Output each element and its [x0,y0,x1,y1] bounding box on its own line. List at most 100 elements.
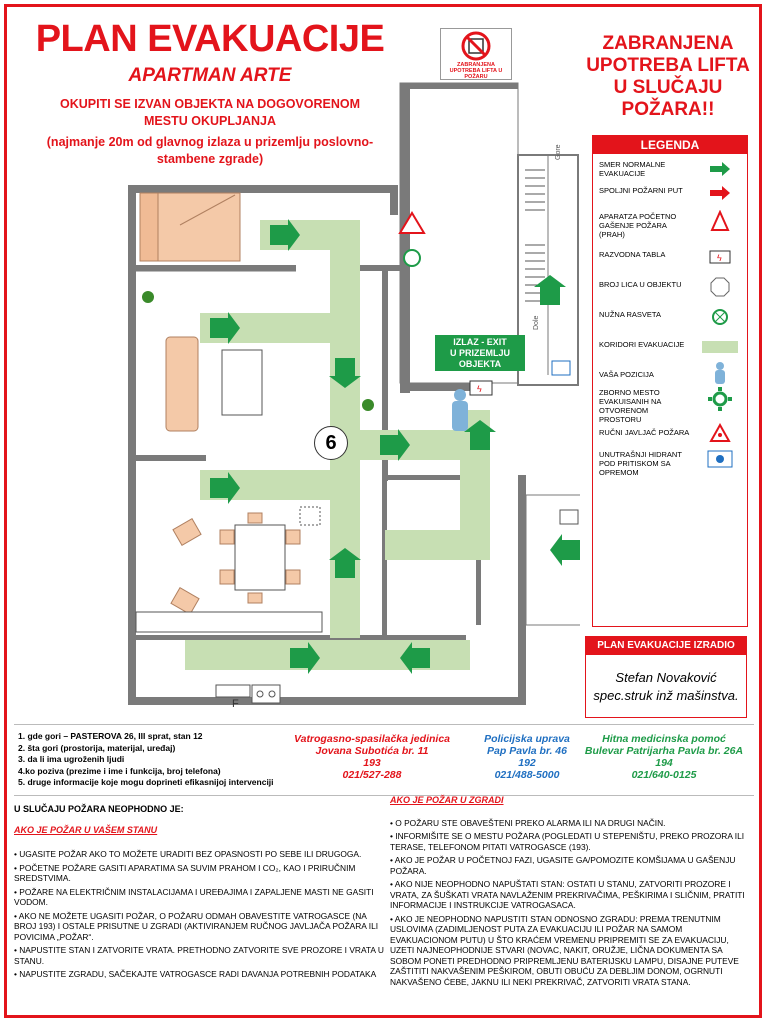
plant-icon [362,399,374,411]
hydrant-icon [697,448,743,470]
service-name: Vatrogasno-spasilačka jedinica [293,733,450,745]
service-phone: 192 [518,757,536,769]
coffee-table [221,349,263,416]
report-line: 3. da li ima ugroženih ljudi [18,754,125,764]
made-by-author: Stefan Novaković spec.struk inž mašinstv… [586,669,746,705]
dining-set [219,512,301,604]
exit-line-3: OBJEKTA [458,359,502,369]
arrow-up-icon [464,420,496,450]
service-number: 021/488-5000 [494,769,560,781]
instruction-item: • AKO NE MOŽETE UGASITI POŽAR, O POŽARU … [14,910,379,942]
no-lift-line-2: UPOTREBA LIFTA [586,55,750,76]
service-name: Policijska uprava [484,733,570,745]
page-subtitle: APARTMAN ARTE [128,65,292,86]
no-lift-warning: ZABRANJENA UPOTREBA LIFTA U SLUČAJU POŽA… [578,33,758,121]
red-arrow-icon [697,182,743,204]
electrical-panel-icon: ϟ [697,246,743,268]
person-icon [452,389,468,431]
instruction-item: • NAPUSTITE ZGRADU, SAČEKAJTE VATROGASCE… [14,969,377,979]
green-arrow-icon [697,158,743,180]
arrow-down-icon [329,358,361,388]
legend-item-label: SPOLJNI POŽARNI PUT [599,186,683,195]
stove-label: F [232,698,239,710]
service-phone: 193 [363,757,381,769]
emergency-light-icon [403,249,421,267]
legend-item-label: RAZVODNA TABLA [599,250,666,259]
stairs-up-label: Gore [555,144,562,160]
assembly-instruction: OKUPITI SE IZVAN OBJEKTA NA DOGOVORENOM … [40,96,380,130]
instruction-item: • AKO NIJE NEOPHODNO NAPUŠTATI STAN: OST… [390,879,745,910]
instruction-item: • AKO JE POŽAR U POČETNOJ FAZI, UGASITE … [390,855,736,876]
corridor-swatch-icon [697,336,743,358]
arrow-left-icon [550,534,580,566]
arrow-up-icon [534,275,566,305]
legend-item-label: SMER NORMALNE EVAKUACIJE [599,160,666,178]
report-line: 2. šta gori (prostorija, materijal, uređ… [18,742,176,753]
legend: LEGENDA SMER NORMALNE EVAKUACIJE SPOLJNI… [592,135,748,627]
service-number: 021/640-0125 [631,769,697,781]
arrow-left-icon [400,642,430,674]
cabinet [299,506,321,526]
armchairs [170,518,202,615]
person-icon [697,362,743,384]
sofa [165,336,199,432]
exit-line-1: IZLAZ - EXIT [453,337,507,347]
occupant-count: 6 [314,426,348,460]
fridge [215,684,251,698]
arrow-right-icon [210,472,240,504]
legend-item-label: BROJ LICA U OBJEKTU [599,280,682,289]
toilet [559,509,579,525]
assembly-line-1: OKUPITI SE IZVAN OBJEKTA NA DOGOVORENOM [59,97,361,111]
no-lift-icon [461,31,491,61]
legend-item-label: NUŽNA RASVETA [599,310,661,319]
instruction-item: • AKO JE NEOPHODNO NAPUSTITI STAN ODNOSN… [390,913,739,987]
instruction-item: • INFORMIŠITE SE O MESTU POŽARA (POGLEDA… [390,831,745,852]
occupancy-octagon-icon [697,276,743,298]
fire-alarm-icon [697,422,743,444]
stairs [517,154,579,386]
service-phone: 194 [655,757,673,769]
fire-alarm-icon [398,211,426,234]
instructions-subheading: AKO JE POŽAR U ZGRADI [390,795,504,805]
assembly-point-icon [697,387,743,411]
legend-item-label: KORIDORI EVAKUACIJE [599,340,685,349]
service-number: 021/527-288 [342,769,402,781]
assembly-note-1: (najmanje 20m od glavnog izlaza u prizem… [46,135,374,149]
no-lift-line-3: U SLUČAJU [613,77,723,98]
instruction-item: • NAPUSTITE STAN I ZATVORITE VRATA. PRET… [14,945,384,966]
kitchen-counter [135,611,323,633]
arrow-up-icon [329,548,361,578]
instruction-item: • UGASITE POŽAR AKO TO MOŽETE URADITI BE… [14,849,362,859]
made-by-box: PLAN EVAKUACIJE IZRADIO Stefan Novaković… [585,636,747,718]
svg-text:ϟ: ϟ [477,384,482,394]
assembly-note-2: stambene zgrade) [156,152,264,166]
service-address: Bulevar Patrijarha Pavla br. 26A [584,745,744,757]
fire-service-contact: Vatrogasno-spasilačka jedinica Jovana Su… [282,733,462,781]
arrow-right-icon [380,429,410,461]
poster-frame [4,4,762,1018]
legend-item-label: APARATZA POČETNO GAŠENJE POŽARA (PRAH) [599,212,677,239]
page-title: PLAN EVAKUACIJE [35,18,385,60]
instruction-item: • POČETNE POŽARE GASITI APARATIMA SA SUV… [14,862,356,884]
no-lift-sign: ZABRANJENA UPOTREBA LIFTA U POŽARU [440,28,512,80]
svg-text:ϟ: ϟ [717,253,722,263]
report-line: 1. gde gori – PASTEROVA 26, III sprat, s… [18,731,203,741]
instructions-building: AKO JE POŽAR U ZGRADI • O POŽARU STE OBA… [390,795,750,1010]
report-checklist: 1. gde gori – PASTEROVA 26, III sprat, s… [18,731,274,789]
report-line: 4.ko poziva (prezime i ime i funkcija, b… [18,765,221,776]
hydrant-icon [551,360,571,376]
exit-line-2: U PRIZEMLJU [449,348,510,358]
emergency-light-icon [697,306,743,328]
made-by-title: PLAN EVAKUACIJE IZRADIO [586,637,746,655]
service-name: Hitna medicinska pomoć [602,733,726,745]
instruction-item: • POŽARE NA ELEKTRIČNIM INSTALACIJAMA I … [14,886,374,908]
arrow-right-icon [270,219,300,251]
author-role: spec.struk inž mašinstva. [593,688,739,703]
bed [139,192,241,262]
evacuation-arrows [210,219,580,674]
floor-plan: Gore Dole [128,82,580,710]
legend-title: LEGENDA [593,136,747,154]
ambulance-contact: Hitna medicinska pomoć Bulevar Patrijarh… [576,733,752,781]
legend-item-label: RUČNI JAVLJAČ POŽARA [599,428,690,437]
no-lift-sign-text: ZABRANJENA UPOTREBA LIFTA U POŽARU [449,62,503,80]
